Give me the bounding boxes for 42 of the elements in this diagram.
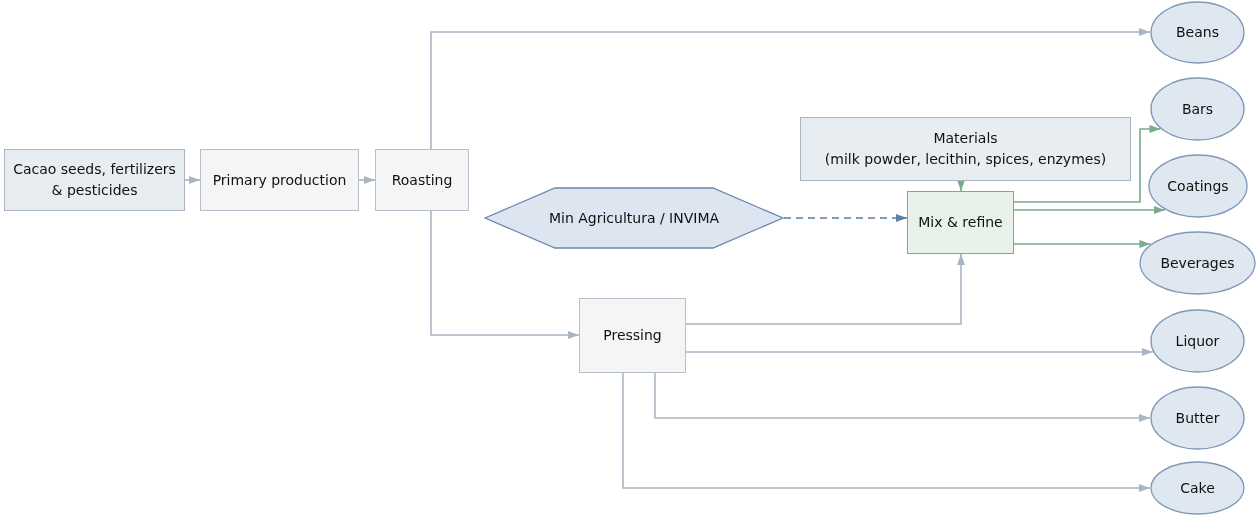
node-text: Liquor (1175, 331, 1220, 351)
node-text: Mix & refine (918, 213, 1003, 232)
node-text: Coatings (1167, 176, 1229, 196)
product-ellipse (1139, 231, 1256, 295)
product-ellipse (1150, 386, 1245, 450)
product-ellipse (1150, 461, 1245, 515)
node-text: Primary production (212, 170, 347, 190)
authority-hexagon (484, 187, 784, 249)
arrow (957, 180, 965, 192)
product-ellipse (1150, 1, 1245, 64)
process-box (907, 191, 1014, 254)
product-ellipse (1150, 309, 1245, 373)
product-ellipse (1150, 77, 1245, 141)
node-text: (milk powder, lecithin, spices, enzymes) (824, 150, 1107, 169)
arrow (430, 28, 1151, 150)
arrow (430, 210, 580, 339)
node-text: Roasting (391, 170, 453, 190)
process-box (375, 149, 469, 211)
node-text: Butter (1175, 408, 1220, 428)
arrow (358, 176, 376, 184)
arrow (1013, 240, 1152, 248)
process-box (579, 298, 686, 373)
arrow (654, 372, 1151, 422)
node-text: Materials (933, 129, 998, 148)
node-text: Bars (1181, 99, 1214, 119)
node-text: Cacao seeds, fertilizers & pesticides (12, 160, 177, 200)
node-text: Min Agricultura / INVIMA (548, 208, 720, 228)
arrow (1013, 125, 1162, 203)
input-box (800, 117, 1131, 181)
node-text: Cake (1180, 478, 1215, 498)
arrow (685, 348, 1154, 356)
process-box (200, 149, 359, 211)
node-text: Pressing (603, 326, 662, 345)
product-ellipse (1148, 154, 1248, 218)
arrow (184, 176, 201, 184)
input-box (4, 149, 185, 211)
arrow (783, 214, 908, 222)
arrow (1013, 206, 1166, 214)
node-text: Beans (1176, 23, 1219, 42)
arrow (622, 372, 1151, 492)
arrow (685, 253, 965, 325)
node-text: Beverages (1160, 253, 1235, 273)
